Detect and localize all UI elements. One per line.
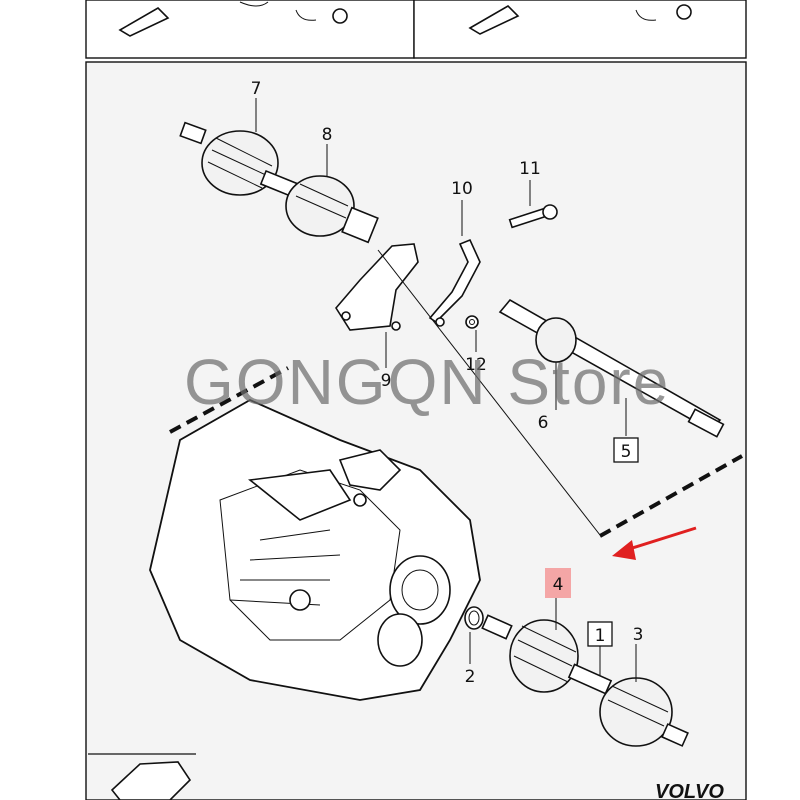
support-bracket [335, 238, 481, 331]
clamp-icon-2 [635, 9, 657, 21]
upper-driveshaft [179, 121, 379, 244]
bolt-icon [332, 8, 348, 24]
top-inset-boxes [85, 0, 747, 59]
callout-4: 4 [553, 575, 564, 595]
front-driveshaft [481, 614, 689, 747]
callout-4-highlight [545, 568, 571, 598]
callout-2: 2 [465, 667, 476, 687]
o-ring [464, 606, 484, 630]
bolt-11 [508, 204, 558, 229]
store-watermark: GONGQN Store [184, 346, 670, 418]
nut-12 [465, 315, 479, 329]
callout-11: 11 [519, 159, 541, 179]
callout-7: 7 [251, 79, 262, 99]
callout-10: 10 [451, 179, 473, 199]
callout-3: 3 [633, 625, 644, 645]
callout-6: 6 [538, 413, 549, 433]
red-arrow [612, 526, 697, 560]
callout-9: 9 [381, 371, 392, 391]
brand-logo-text: VOLVO [655, 781, 724, 800]
grease-tube-icon [118, 6, 170, 37]
grease-tube-icon-2 [468, 4, 520, 35]
bolt-icon-2 [676, 4, 692, 20]
callout-1-box [587, 621, 613, 647]
clamp-icon [295, 9, 317, 21]
intermediate-shaft [498, 298, 725, 438]
callout-1: 1 [595, 626, 606, 646]
gearbox-housing [149, 398, 481, 701]
bottom-inset [88, 753, 196, 800]
callout-12: 12 [465, 355, 487, 375]
assembly-guide-line [377, 249, 601, 536]
callout-8: 8 [322, 125, 333, 145]
callout-5: 5 [621, 442, 632, 462]
callout-5-box [613, 437, 639, 463]
dashed-boundary [169, 366, 743, 538]
leader-lines [255, 98, 637, 682]
